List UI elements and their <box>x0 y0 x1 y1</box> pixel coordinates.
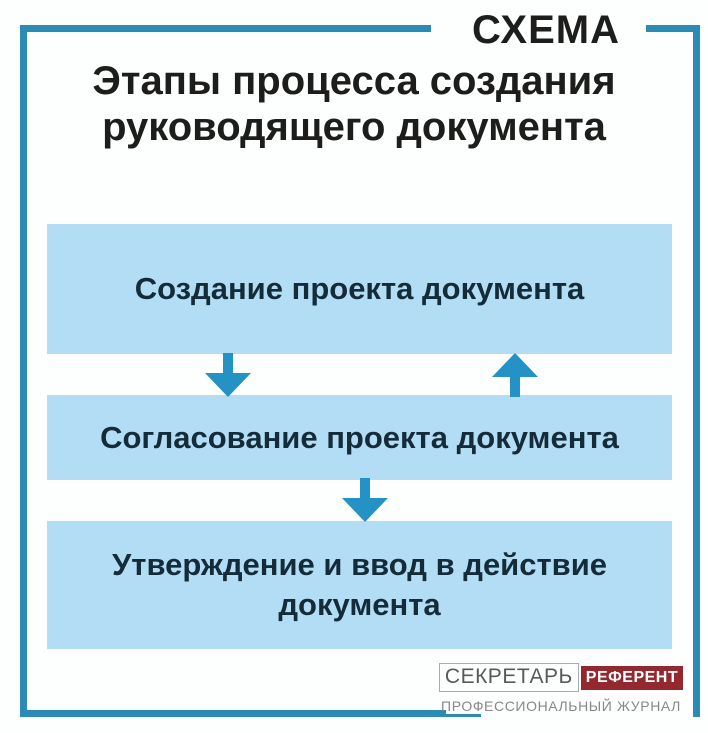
page-title-line-1: Этапы процесса создания <box>92 59 616 103</box>
flow-step-enact-label: Утверждение и ввод в действие документа <box>111 547 608 622</box>
flow-step-enact: Утверждение и ввод в действие документа <box>47 521 672 649</box>
publisher-logo: СЕКРЕТАРЬ РЕФЕРЕНТ ПРОФЕССИОНАЛЬНЫЙ ЖУРН… <box>438 663 684 714</box>
frame-border-top-left-segment <box>20 25 431 32</box>
frame-border-top-right-segment <box>633 25 700 32</box>
flow-step-approve: Согласование проекта документа <box>47 395 672 480</box>
flow-step-approve-label: Согласование проекта документа <box>100 419 619 455</box>
flow-step-create-label: Создание проекта документа <box>134 271 585 306</box>
page-title-line-2: руководящего документа <box>102 105 606 149</box>
scheme-kicker: СХЕМА <box>446 8 646 53</box>
arrow-down-icon <box>342 478 388 522</box>
logo-brand-right: РЕФЕРЕНТ <box>580 665 684 690</box>
arrow-up-icon <box>492 353 538 397</box>
frame-border-right <box>693 25 700 717</box>
logo-brand-left: СЕКРЕТАРЬ <box>438 663 579 692</box>
page-title: Этапы процесса создания руководящего док… <box>24 58 684 150</box>
frame-border-bottom-left-segment <box>20 710 481 717</box>
arrow-down-icon <box>205 353 251 397</box>
logo-tagline: ПРОФЕССИОНАЛЬНЫЙ ЖУРНАЛ <box>441 698 681 714</box>
publisher-logo-wordmark: СЕКРЕТАРЬ РЕФЕРЕНТ <box>438 663 684 692</box>
frame-border-left <box>20 25 27 717</box>
flow-step-create: Создание проекта документа <box>47 224 672 354</box>
